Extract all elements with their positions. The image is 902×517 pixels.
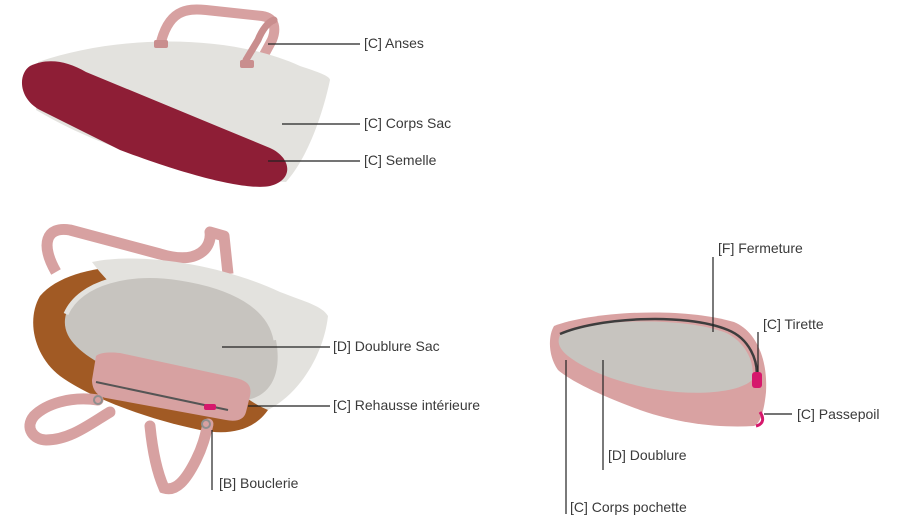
label-doublure: [D] Doublure — [608, 447, 687, 463]
tote-handle-tab — [154, 40, 168, 48]
label-semelle: [C] Semelle — [364, 152, 436, 168]
label-tirette: [C] Tirette — [763, 316, 824, 332]
inner-pocket-zip-pull — [204, 404, 216, 410]
open-tote-illustration — [30, 229, 328, 488]
tote-handle-tab — [240, 60, 254, 68]
label-anses: [C] Anses — [364, 35, 424, 51]
label-rehausse-interieure: [C] Rehausse intérieure — [333, 397, 480, 413]
open-tote-handle-bottom — [150, 424, 208, 489]
pouch-illustration — [550, 312, 766, 426]
label-doublure-sac: [D] Doublure Sac — [333, 338, 440, 354]
label-fermeture: [F] Fermeture — [718, 240, 803, 256]
tote-bag-illustration — [22, 9, 330, 186]
label-corps-pochette: [C] Corps pochette — [570, 499, 687, 515]
label-passepoil: [C] Passepoil — [797, 406, 879, 422]
pouch-zip-pull — [752, 372, 762, 388]
label-bouclerie: [B] Bouclerie — [219, 475, 298, 491]
label-corps-sac: [C] Corps Sac — [364, 115, 451, 131]
open-tote-handle-left — [30, 399, 110, 440]
